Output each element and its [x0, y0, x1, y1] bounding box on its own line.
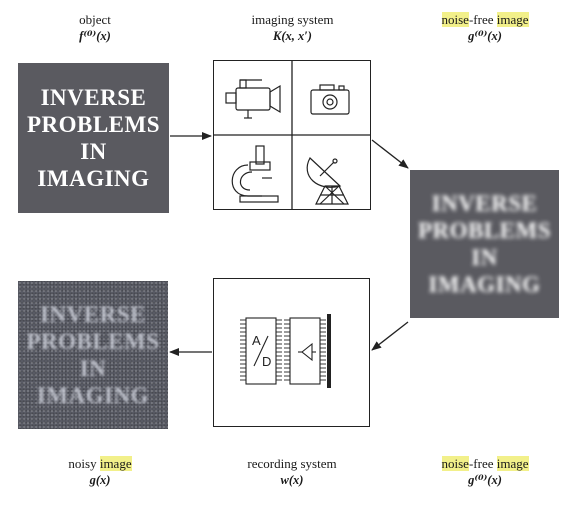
noisy-image-label: noisy image g(x) — [68, 456, 132, 487]
noise-free-image-label-top: noise-free image g⁽⁰⁾(x) — [441, 12, 529, 43]
noise-free-image-text: INVERSE PROBLEMS IN IMAGING — [417, 191, 552, 297]
ad-label-a: A — [252, 333, 261, 348]
microscope-icon — [231, 145, 279, 203]
noisy-image: INVERSE PROBLEMS IN IMAGING — [18, 281, 168, 429]
satellite-dish-icon — [306, 157, 349, 205]
photo-camera-icon — [310, 84, 350, 115]
imaging-system-label: imaging system K(x, x′) — [251, 12, 334, 43]
amplifier-icon — [289, 317, 321, 385]
object-label: object f⁽⁰⁾(x) — [79, 12, 111, 43]
recording-system-box — [213, 278, 370, 427]
arrow-noisefree-to-recording — [371, 321, 409, 351]
object-image-text: INVERSE PROBLEMS IN IMAGING — [26, 85, 161, 191]
ad-label-d: D — [262, 354, 271, 369]
recording-system-label: recording system w(x) — [247, 456, 337, 487]
noise-free-image: INVERSE PROBLEMS IN IMAGING — [410, 170, 559, 318]
noisy-image-text: INVERSE PROBLEMS IN IMAGING — [26, 302, 160, 408]
ad-converter-icon — [245, 317, 277, 385]
object-image: INVERSE PROBLEMS IN IMAGING — [18, 63, 169, 213]
arrow-imaging-to-noisefree — [371, 139, 409, 169]
imaging-system-box — [213, 60, 371, 210]
output-bar — [327, 314, 331, 388]
video-camera-icon — [225, 79, 281, 119]
noise-free-image-label-bottom: noise-free image g⁽⁰⁾(x) — [441, 456, 529, 487]
